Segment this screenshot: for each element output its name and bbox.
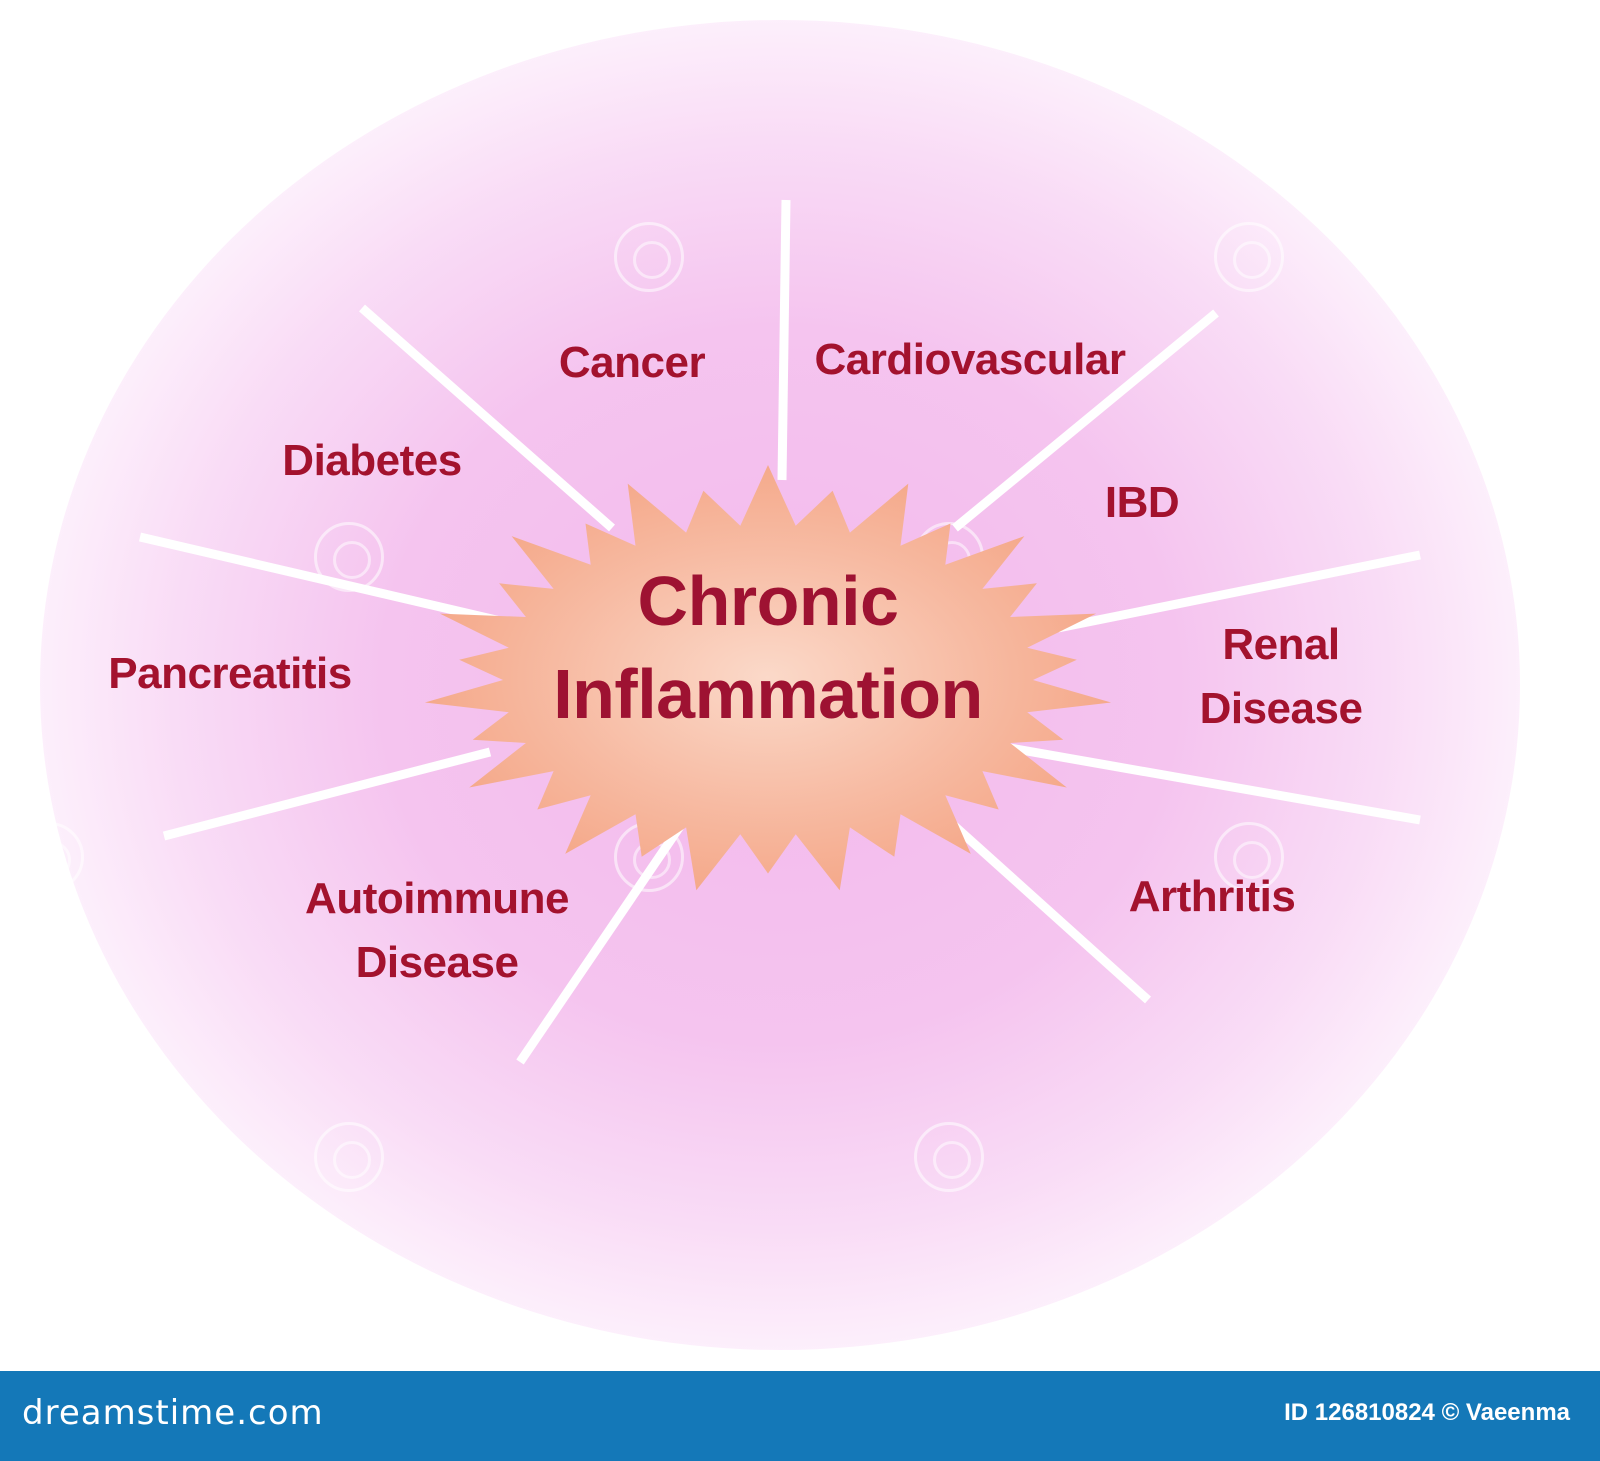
watermark-icon	[14, 822, 84, 892]
center-title-line1: Chronic	[637, 561, 899, 640]
watermark-icon	[314, 1122, 384, 1192]
watermark-icon	[14, 222, 84, 292]
connector-line-renal	[1057, 550, 1421, 633]
label-autoimmune-line2: Disease	[355, 938, 519, 987]
watermark-icon	[1514, 1122, 1584, 1192]
footer-brand: dreamstime.com	[22, 1393, 324, 1433]
diagram-svg	[138, 199, 1421, 1065]
watermark-icon	[1214, 822, 1284, 892]
label-autoimmune-line1: Autoimmune	[305, 874, 569, 924]
connector-lines	[138, 199, 1421, 1065]
connector-line-cardiovascular-up	[777, 199, 791, 481]
watermark-icon	[914, 1122, 984, 1192]
connector-line-ibd	[952, 309, 1219, 532]
connector-line-autoimmune	[516, 819, 687, 1065]
label-pancreatitis: Pancreatitis	[108, 649, 352, 699]
label-autoimmune-disease: Autoimmune Disease	[305, 867, 569, 995]
watermark-icon	[314, 522, 384, 592]
label-cardiovascular: Cardiovascular	[814, 335, 1126, 385]
connector-line-arthritis-lower	[946, 818, 1152, 1004]
connector-line-diabetes	[138, 532, 524, 631]
footer-credit: ID 126810824 © Vaeenma	[1284, 1399, 1570, 1426]
label-renal-line2: Disease	[1199, 684, 1363, 733]
center-title-line2: Inflammation	[553, 655, 983, 733]
watermark-icon	[1514, 522, 1584, 592]
center-title: Chronic Inflammation	[553, 555, 983, 741]
diagram-canvas: Chronic Inflammation Cancer Cardiovascul…	[14, 20, 1584, 1350]
connector-line-pancreatitis	[162, 747, 492, 841]
watermark-icon	[614, 222, 684, 292]
label-renal-line1: Renal	[1222, 620, 1340, 670]
label-arthritis: Arthritis	[1128, 872, 1296, 922]
connector-line-cancer	[359, 304, 615, 532]
connector-line-arthritis	[1009, 743, 1421, 825]
label-cancer: Cancer	[558, 338, 706, 388]
label-ibd: IBD	[1104, 478, 1180, 528]
label-diabetes: Diabetes	[282, 436, 462, 486]
footer-bar: dreamstime.com ID 126810824 © Vaeenma	[0, 1371, 1600, 1461]
starburst-shape	[424, 465, 1112, 891]
watermark-icon	[1214, 222, 1284, 292]
label-renal-disease: Renal Disease	[1200, 613, 1363, 741]
